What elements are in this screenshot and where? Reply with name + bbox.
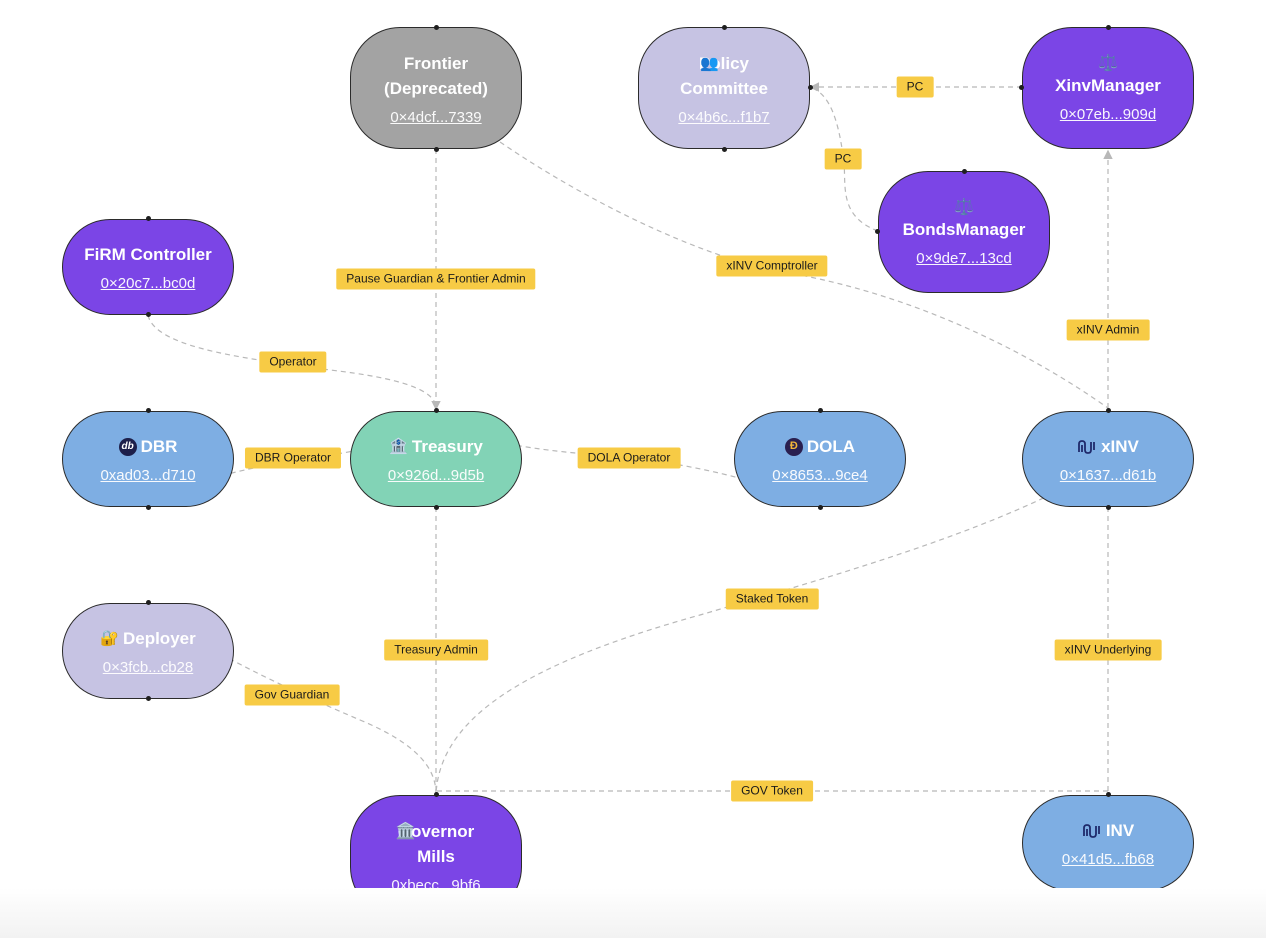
- handle[interactable]: [962, 169, 967, 174]
- edge-label-dbr-operator[interactable]: DBR Operator: [244, 447, 342, 469]
- edge-label-pause-guardian[interactable]: Pause Guardian & Frontier Admin: [336, 268, 536, 290]
- handle[interactable]: [808, 85, 813, 90]
- address-link[interactable]: 0×1637...d61b: [1059, 467, 1157, 484]
- handle[interactable]: [722, 25, 727, 30]
- handle[interactable]: [818, 505, 823, 510]
- address-link[interactable]: 0xad03...d710: [100, 467, 196, 484]
- node-title: INV: [1082, 818, 1134, 843]
- address-link[interactable]: 0×4dcf...7339: [390, 108, 482, 126]
- dbr-icon: db: [118, 437, 137, 456]
- handle[interactable]: [1106, 505, 1111, 510]
- node-title: 🏦 Treasury: [389, 434, 483, 459]
- address-link[interactable]: 0×3fcb...cb28: [102, 659, 194, 676]
- edge-label-pc[interactable]: PC: [824, 148, 862, 170]
- address-link[interactable]: 0×07eb...909d: [1059, 106, 1157, 123]
- dola-icon: Ð: [784, 437, 803, 456]
- node-title: 🏛️ Governor Mills: [395, 819, 475, 869]
- handle[interactable]: [146, 312, 151, 317]
- edge-label-gov-token[interactable]: GOV Token: [731, 780, 813, 802]
- node-title: FiRM Controller: [84, 245, 212, 264]
- handle[interactable]: [1106, 25, 1111, 30]
- classical-building-icon: 🏛️: [395, 822, 416, 840]
- address-link[interactable]: 0×4b6c...f1b7: [678, 108, 770, 126]
- people-icon: 👥: [700, 54, 719, 72]
- edge-label-treasury-admin[interactable]: Treasury Admin: [384, 639, 488, 661]
- inv-icon: [1082, 823, 1102, 839]
- node-dola[interactable]: Ð DOLA 0×8653...9ce4: [734, 411, 906, 507]
- node-title: XinvManager: [1055, 76, 1161, 95]
- edge-label-dola-operator[interactable]: DOLA Operator: [577, 447, 681, 469]
- edge-label-xinv-comptroller[interactable]: xINV Comptroller: [716, 255, 828, 277]
- node-treasury[interactable]: 🏦 Treasury 0×926d...9d5b: [350, 411, 522, 507]
- handle[interactable]: [146, 600, 151, 605]
- node-title: Ð DOLA: [784, 434, 855, 459]
- node-title: xINV: [1077, 434, 1139, 459]
- address-link[interactable]: 0×41d5...fb68: [1061, 851, 1155, 868]
- edge-staked-token: [435, 489, 1061, 795]
- handle[interactable]: [875, 229, 880, 234]
- handle[interactable]: [434, 505, 439, 510]
- handle[interactable]: [1019, 85, 1024, 90]
- node-title: BondsManager: [902, 220, 1026, 239]
- node-title: 🔐 Deployer: [100, 626, 195, 651]
- address-link[interactable]: 0×8653...9ce4: [772, 467, 868, 484]
- edge-label-operator[interactable]: Operator: [259, 351, 327, 373]
- edge-label-gov-guardian[interactable]: Gov Guardian: [244, 684, 340, 706]
- node-policy-committee[interactable]: 👥 Policy Committee 0×4b6c...f1b7: [638, 27, 810, 149]
- handle[interactable]: [1106, 792, 1111, 797]
- handle[interactable]: [146, 696, 151, 701]
- handle[interactable]: [146, 505, 151, 510]
- address-link[interactable]: 0×9de7...13cd: [916, 250, 1012, 267]
- handle[interactable]: [434, 792, 439, 797]
- node-title: db DBR: [118, 434, 177, 459]
- handle[interactable]: [146, 216, 151, 221]
- node-frontier[interactable]: Frontier (Deprecated) 0×4dcf...7339: [350, 27, 522, 149]
- node-bondsmanager[interactable]: ⚖️ BondsManager 0×9de7...13cd: [878, 171, 1050, 293]
- edge-label-pc[interactable]: PC: [896, 76, 934, 98]
- bank-icon: 🏦: [389, 438, 408, 455]
- handle[interactable]: [722, 147, 727, 152]
- address-link[interactable]: 0×926d...9d5b: [387, 467, 485, 484]
- node-xinvmanager[interactable]: ⚖️ XinvManager 0×07eb...909d: [1022, 27, 1194, 149]
- handle[interactable]: [434, 147, 439, 152]
- node-title: 👥 Policy Committee: [680, 51, 768, 101]
- bottom-fade: [0, 888, 1266, 938]
- handle[interactable]: [434, 25, 439, 30]
- node-firm-controller[interactable]: FiRM Controller 0×20c7...bc0d: [62, 219, 234, 315]
- node-inv[interactable]: INV 0×41d5...fb68: [1022, 795, 1194, 891]
- edge-label-staked-token[interactable]: Staked Token: [725, 588, 819, 610]
- edge-label-xinv-admin[interactable]: xINV Admin: [1066, 319, 1150, 341]
- edge-label-xinv-underlying[interactable]: xINV Underlying: [1054, 639, 1162, 661]
- handle[interactable]: [434, 408, 439, 413]
- inv-icon: [1077, 439, 1097, 455]
- lock-key-icon: 🔐: [100, 630, 119, 647]
- handle[interactable]: [818, 408, 823, 413]
- node-xinv[interactable]: xINV 0×1637...d61b: [1022, 411, 1194, 507]
- handle[interactable]: [1106, 408, 1111, 413]
- scales-icon: ⚖️: [954, 199, 974, 216]
- address-link[interactable]: 0×20c7...bc0d: [100, 275, 196, 292]
- node-title: Frontier (Deprecated): [384, 53, 488, 98]
- handle[interactable]: [146, 408, 151, 413]
- node-dbr[interactable]: db DBR 0xad03...d710: [62, 411, 234, 507]
- node-deployer[interactable]: 🔐 Deployer 0×3fcb...cb28: [62, 603, 234, 699]
- scales-icon: ⚖️: [1098, 55, 1118, 72]
